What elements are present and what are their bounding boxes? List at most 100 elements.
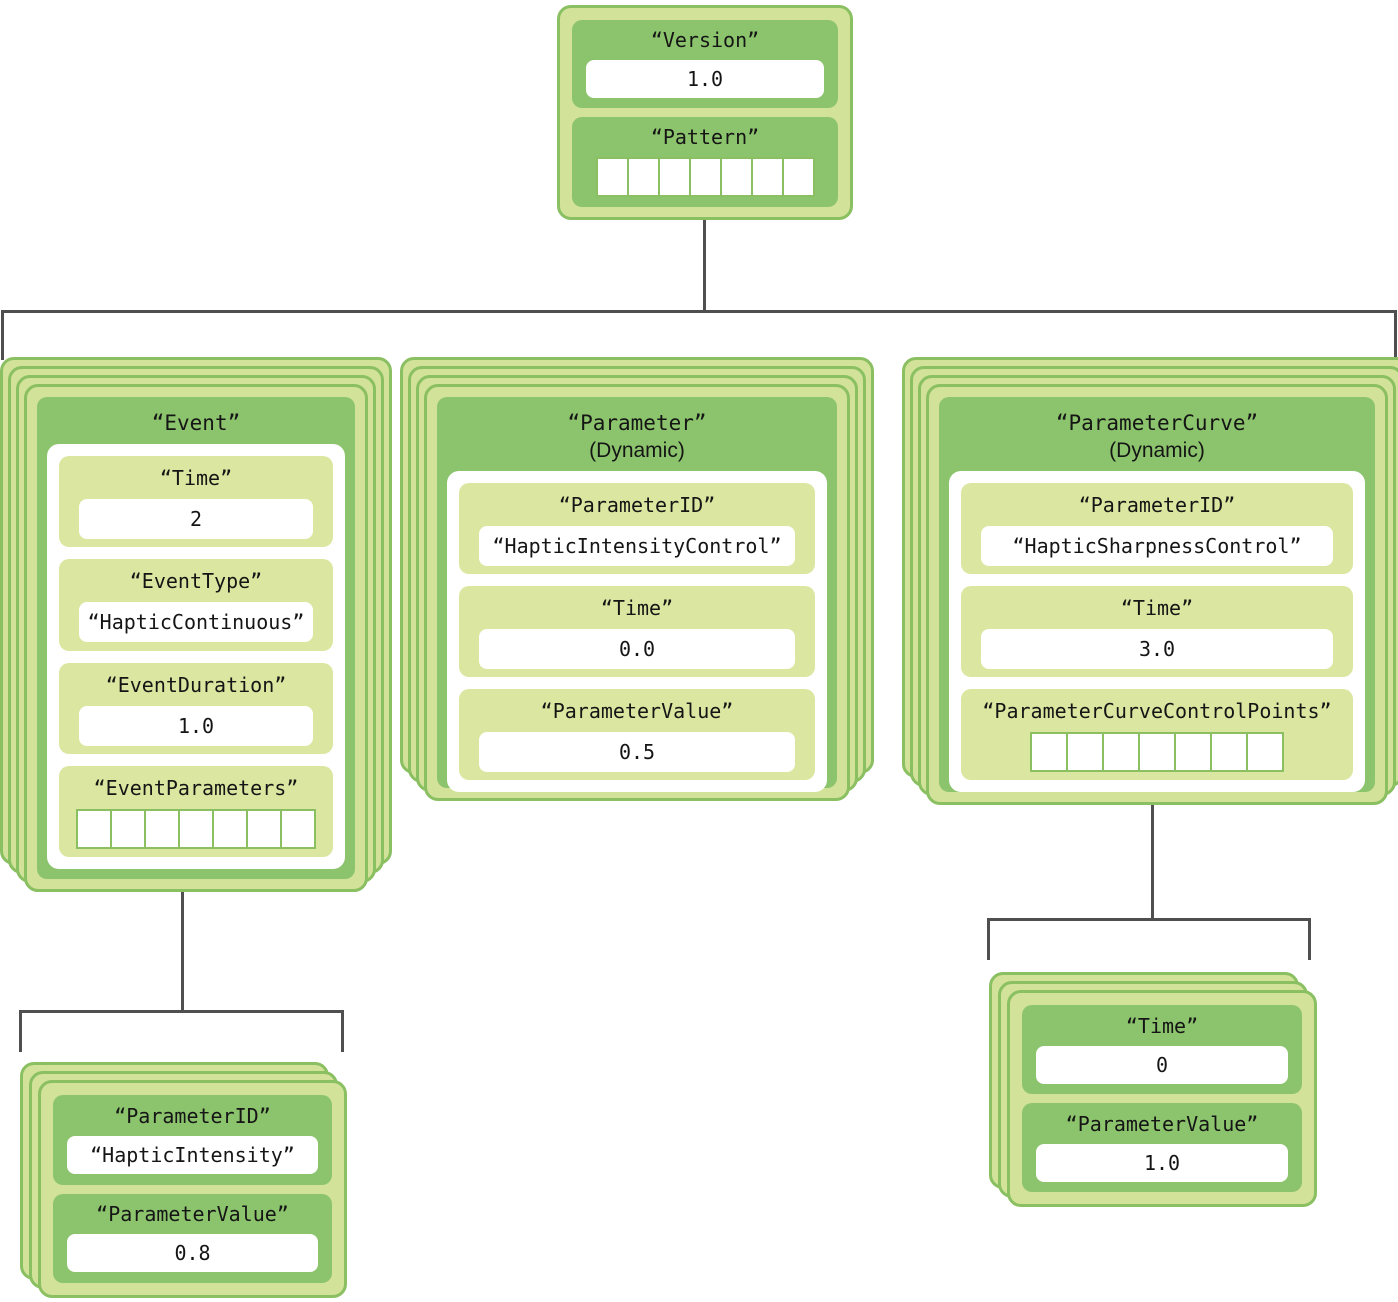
- array-cell: [76, 808, 112, 849]
- control-point-value-label: “ParameterValue”: [1065, 1111, 1259, 1136]
- connector-curve-tick-right: [1308, 918, 1311, 960]
- parameter-id-value: “HapticIntensityControl”: [479, 526, 795, 566]
- control-point-stack: “Time” 0 “ParameterValue” 1.0: [989, 972, 1317, 1207]
- event-type-value: “HapticContinuous”: [79, 602, 313, 643]
- parameter-curve-id-field: “ParameterID” “HapticSharpnessControl”: [961, 483, 1353, 574]
- connector-curve-horizontal: [987, 918, 1311, 921]
- array-cell: [178, 808, 214, 849]
- array-cell: [1102, 732, 1140, 772]
- control-point-time-value: 0: [1036, 1045, 1288, 1084]
- array-cell: [1066, 732, 1104, 772]
- event-card: “Event” “Time” 2 “EventType” “HapticCont…: [24, 384, 368, 892]
- event-stack: “Event” “Time” 2 “EventType” “HapticCont…: [0, 357, 392, 892]
- event-parameter-value-section: “ParameterValue” 0.8: [53, 1193, 332, 1283]
- array-cell: [144, 808, 180, 849]
- connector-event-vertical: [181, 892, 184, 1012]
- array-cell: [688, 157, 722, 197]
- connector-root-vertical: [703, 220, 706, 312]
- control-point-card: “Time” 0 “ParameterValue” 1.0: [1007, 990, 1317, 1207]
- array-cell: [719, 157, 753, 197]
- parameter-curve-points-label: “ParameterCurveControlPoints”: [982, 699, 1332, 723]
- parameter-curve-subtitle: (Dynamic): [1109, 439, 1205, 462]
- event-parameter-value-label: “ParameterValue”: [96, 1202, 289, 1227]
- parameter-panel: “Parameter” (Dynamic) “ParameterID” “Hap…: [437, 397, 837, 792]
- event-type-field: “EventType” “HapticContinuous”: [59, 559, 333, 651]
- control-point-value-value: 1.0: [1036, 1143, 1288, 1182]
- array-cell: [657, 157, 691, 197]
- control-point-time-section: “Time” 0: [1022, 1005, 1302, 1094]
- parameter-subtitle: (Dynamic): [589, 439, 685, 462]
- root-card: “Version” 1.0 “Pattern”: [557, 5, 853, 220]
- connector-root-horizontal: [1, 310, 1397, 313]
- version-label: “Version”: [650, 28, 760, 52]
- array-cell: [110, 808, 146, 849]
- connector-curve-tick-left: [987, 918, 990, 960]
- parameter-id-field: “ParameterID” “HapticIntensityControl”: [459, 483, 815, 574]
- parameter-curve-stack: “ParameterCurve” (Dynamic) “ParameterID”…: [902, 357, 1398, 805]
- event-body: “Time” 2 “EventType” “HapticContinuous” …: [47, 444, 345, 869]
- version-section: “Version” 1.0: [572, 20, 838, 108]
- event-parameters-array: [71, 808, 321, 849]
- version-value: 1.0: [586, 60, 824, 98]
- event-duration-label: “EventDuration”: [105, 672, 287, 697]
- event-panel: “Event” “Time” 2 “EventType” “HapticCont…: [37, 397, 355, 879]
- event-parameter-id-value: “HapticIntensity”: [67, 1135, 318, 1174]
- event-duration-value: 1.0: [79, 705, 313, 746]
- parameter-curve-time-label: “Time”: [1120, 596, 1194, 620]
- pattern-section: “Pattern”: [572, 117, 838, 207]
- array-cell: [626, 157, 660, 197]
- array-cell: [280, 808, 316, 849]
- connector-event-horizontal: [19, 1010, 344, 1013]
- parameter-curve-time-field: “Time” 3.0: [961, 586, 1353, 677]
- connector-root-tick-left: [1, 310, 4, 360]
- parameter-value-value: 0.5: [479, 732, 795, 772]
- parameter-curve-id-label: “ParameterID”: [1078, 493, 1236, 517]
- parameter-title: “Parameter” (Dynamic): [447, 405, 827, 471]
- parameter-value-field: “ParameterValue” 0.5: [459, 689, 815, 780]
- event-parameter-card: “ParameterID” “HapticIntensity” “Paramet…: [38, 1080, 347, 1298]
- parameter-curve-id-value: “HapticSharpnessControl”: [981, 526, 1333, 566]
- parameter-curve-card: “ParameterCurve” (Dynamic) “ParameterID”…: [926, 384, 1388, 805]
- parameter-curve-title-text: “ParameterCurve”: [1055, 411, 1259, 435]
- parameter-curve-points-array: [973, 732, 1341, 772]
- event-parameter-id-label: “ParameterID”: [114, 1103, 271, 1128]
- control-point-value-section: “ParameterValue” 1.0: [1022, 1103, 1302, 1192]
- array-cell: [1210, 732, 1248, 772]
- parameter-time-label: “Time”: [600, 596, 674, 620]
- array-cell: [1138, 732, 1176, 772]
- array-cell: [781, 157, 815, 197]
- event-parameters-field: “EventParameters”: [59, 765, 333, 857]
- event-time-label: “Time”: [159, 466, 233, 491]
- parameter-card: “Parameter” (Dynamic) “ParameterID” “Hap…: [424, 384, 850, 801]
- root-card-front: “Version” 1.0 “Pattern”: [557, 5, 853, 220]
- array-cell: [595, 157, 629, 197]
- event-parameter-value-value: 0.8: [67, 1234, 318, 1273]
- parameter-title-text: “Parameter”: [567, 411, 707, 435]
- event-duration-field: “EventDuration” 1.0: [59, 662, 333, 754]
- parameter-curve-body: “ParameterID” “HapticSharpnessControl” “…: [949, 471, 1365, 792]
- parameter-curve-title: “ParameterCurve” (Dynamic): [949, 405, 1365, 471]
- event-parameter-id-section: “ParameterID” “HapticIntensity”: [53, 1095, 332, 1185]
- array-cell: [246, 808, 282, 849]
- event-type-label: “EventType”: [129, 569, 263, 594]
- array-cell: [212, 808, 248, 849]
- connector-event-tick-left: [19, 1010, 22, 1052]
- array-cell: [1030, 732, 1068, 772]
- event-parameter-stack: “ParameterID” “HapticIntensity” “Paramet…: [20, 1062, 347, 1298]
- parameter-curve-time-value: 3.0: [981, 629, 1333, 669]
- array-cell: [1246, 732, 1284, 772]
- pattern-array: [584, 157, 826, 197]
- parameter-stack: “Parameter” (Dynamic) “ParameterID” “Hap…: [400, 357, 874, 801]
- parameter-body: “ParameterID” “HapticIntensityControl” “…: [447, 471, 827, 792]
- event-time-value: 2: [79, 499, 313, 540]
- parameter-curve-points-field: “ParameterCurveControlPoints”: [961, 689, 1353, 780]
- connector-curve-vertical: [1151, 805, 1154, 920]
- pattern-label: “Pattern”: [650, 125, 760, 149]
- parameter-value-label: “ParameterValue”: [540, 699, 734, 723]
- connector-event-tick-right: [341, 1010, 344, 1052]
- array-cell: [1174, 732, 1212, 772]
- parameter-curve-panel: “ParameterCurve” (Dynamic) “ParameterID”…: [939, 397, 1375, 792]
- connector-root-tick-right: [1394, 310, 1397, 360]
- event-time-field: “Time” 2: [59, 456, 333, 548]
- parameter-time-field: “Time” 0.0: [459, 586, 815, 677]
